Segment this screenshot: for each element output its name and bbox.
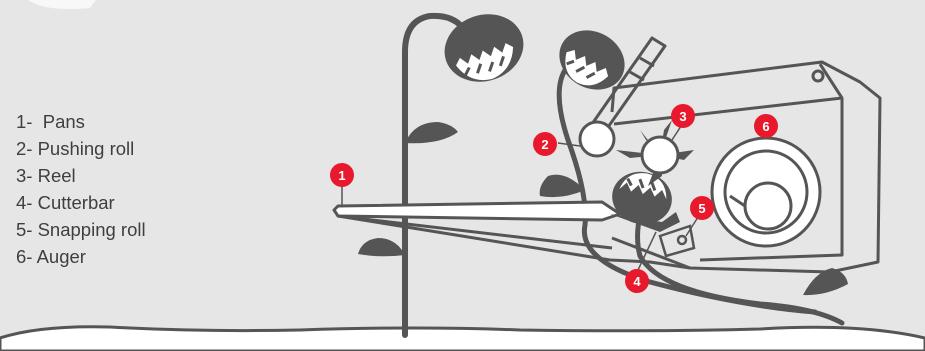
svg-text:6: 6 [762,119,769,134]
legend: 1- Pans 2- Pushing roll 3- Reel 4- Cutte… [16,108,146,270]
svg-text:5: 5 [698,201,705,216]
corner-shape [28,0,96,9]
leaf [803,268,848,296]
legend-item-snapping-roll: 5- Snapping roll [16,219,146,240]
housing-inner [613,96,844,262]
right-corn-plant [612,171,848,326]
right-stalk [635,183,845,326]
leaf [405,122,458,144]
badge-3: 3 [671,104,695,128]
auger [710,136,822,248]
corn-head [444,14,524,82]
machine-body [610,60,882,274]
badge-2: 2 [533,132,557,156]
svg-text:2: 2 [541,137,548,152]
svg-text:4: 4 [633,274,641,289]
cutterbar [610,212,680,232]
badge-4: 4 [625,269,649,293]
badge-6: 6 [754,114,778,138]
pushing-roll [578,120,616,158]
badge-1: 1 [330,163,354,187]
housing-outline [610,60,882,274]
leaf [358,238,405,257]
pans [332,200,691,270]
housing-roof [818,63,844,99]
reel [616,120,694,186]
pushing-roll-assembly [578,36,667,158]
corn-head [612,171,672,225]
legend-item-pans: 1- Pans [16,111,85,132]
legend-item-cutterbar: 4- Cutterbar [16,192,115,213]
legend-item-reel: 3- Reel [16,165,76,186]
svg-text:3: 3 [679,109,686,124]
pivot-pin [811,69,825,83]
corn-head [559,30,625,90]
legend-item-pushing-roll: 2- Pushing roll [16,138,135,159]
ground [0,325,925,351]
legend-item-auger: 6- Auger [16,246,86,267]
left-corn-plant [358,12,524,338]
leaf [539,174,585,198]
svg-text:1: 1 [338,168,345,183]
snapping-roll [658,224,696,258]
badge-5: 5 [690,196,714,220]
